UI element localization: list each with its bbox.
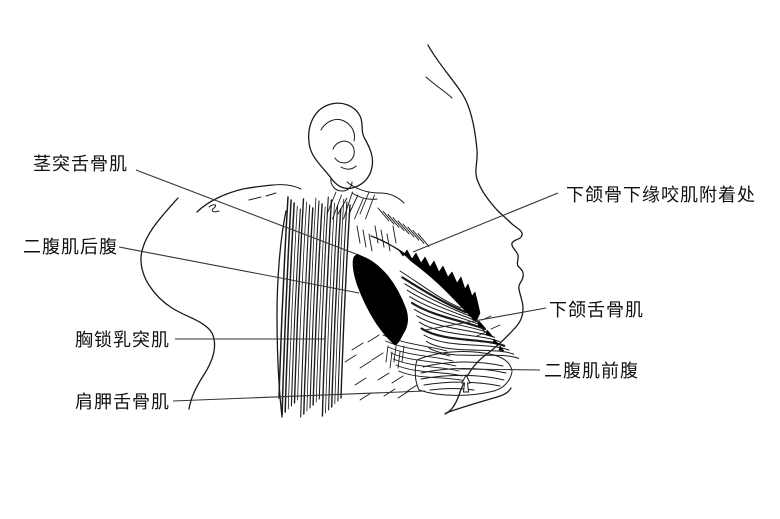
under-ear-wave2: [351, 192, 378, 200]
left-shoulder-contour: [140, 197, 216, 410]
face-profile: [444, 209, 524, 415]
hairline-squiggle: [208, 204, 220, 213]
highlighted-muscles: [352, 248, 505, 352]
leader-masseter-attachment: [412, 192, 559, 253]
nape-line: [272, 184, 302, 190]
leader-lines: [118, 169, 559, 402]
trapezius-contour: [196, 184, 274, 213]
bundle-fiber: [420, 368, 507, 374]
band-speck: [492, 338, 500, 346]
label-sternocleidomastoid: 胸锁乳突肌: [75, 330, 170, 350]
leader-digastric-anterior: [458, 368, 541, 371]
digastric-anterior-bundle: [414, 351, 513, 396]
band-speck: [477, 320, 486, 329]
trapezius-dash: [248, 196, 262, 201]
leader-omohyoid: [172, 390, 426, 402]
band-speck: [485, 329, 494, 338]
ear-antihelix: [332, 140, 355, 164]
bundle-fiber: [420, 374, 505, 381]
ear-helix-fold: [320, 118, 355, 142]
mastoid-hatching: [326, 191, 375, 220]
bundle-outline-top: [416, 351, 513, 372]
ear-lobe: [330, 177, 353, 192]
bundle-fiber: [422, 361, 504, 368]
head-neck-contours: [140, 44, 524, 418]
label-digastric-anterior: 二腹肌前腹: [544, 361, 639, 381]
bundle-left-tip: [414, 359, 420, 391]
head-inner-stroke: [425, 76, 453, 99]
digastric-posterior-belly-black: [352, 253, 408, 346]
bundle-outline-bottom: [418, 371, 513, 396]
trapezius-dash2: [265, 192, 277, 197]
label-digastric-posterior: 二腹肌后腹: [23, 237, 118, 257]
sternocleidomastoid-hatching: [278, 196, 351, 418]
ear-notch: [340, 165, 357, 170]
submental-hatching: [344, 315, 501, 401]
label-stylohyoid: 茎突舌骨肌: [33, 154, 128, 174]
label-masseter-attachment: 下颌骨下缘咬肌附着处: [566, 185, 756, 205]
label-mylohyoid: 下颌舌骨肌: [549, 300, 644, 320]
under-ear-wave: [346, 181, 405, 204]
mylohyoid-hatching: [399, 270, 520, 359]
deep-muscle-hatching: [356, 225, 397, 252]
leader-mylohyoid: [424, 307, 547, 331]
masseter-hatching: [377, 207, 430, 248]
label-omohyoid: 肩胛舌骨肌: [75, 392, 170, 412]
chin-neck-sweep: [445, 387, 512, 414]
leader-stylohyoid: [135, 169, 357, 255]
leader-digastric-posterior: [118, 246, 360, 294]
head-back-outline: [427, 44, 498, 211]
masseter-attachment-jagged-band: [397, 248, 481, 323]
bundle-fiber: [429, 388, 475, 391]
band-speck: [498, 345, 505, 352]
ear-outline: [308, 102, 374, 190]
small-arrow-marker: [461, 373, 471, 393]
